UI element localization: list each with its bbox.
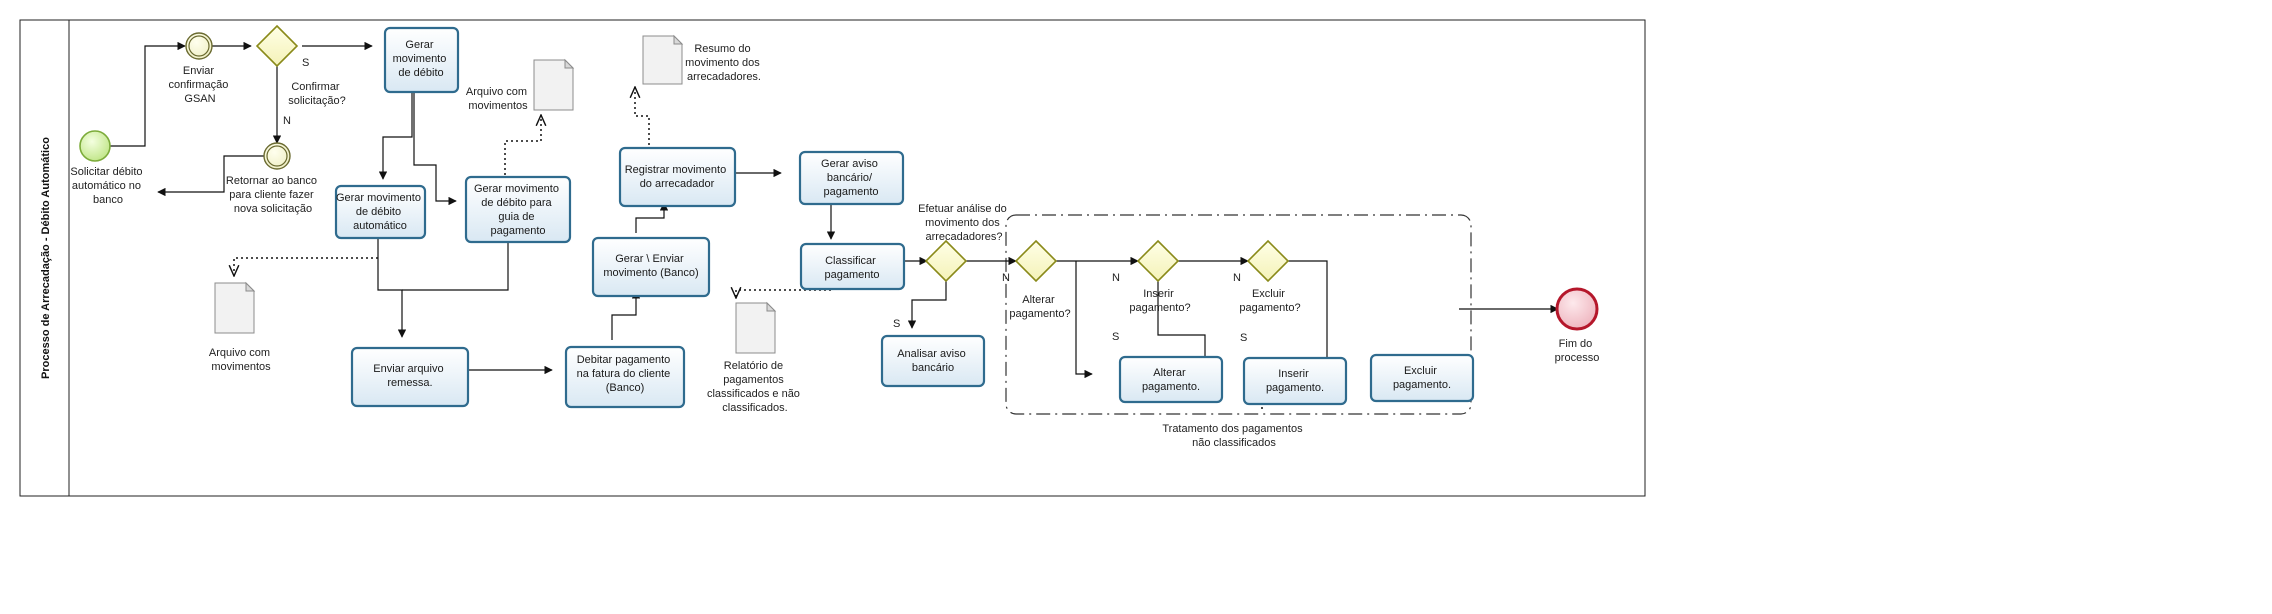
task-gerar-debito-automatico[interactable]: Gerar movimento de débito automático xyxy=(334,184,427,240)
gateway-analysis[interactable] xyxy=(924,239,968,283)
svg-text:Alterar pagamento.: Alterar pagamento. xyxy=(1142,367,1200,393)
flow-analysis-yes-to-analisar xyxy=(907,275,947,329)
svg-text:Registrar movimento do a: Registrar movimento do arrecadador xyxy=(625,164,730,190)
assoc-classificar-to-relatorio xyxy=(736,290,831,298)
svg-text:Gerar movimento de: Gerar movimento de débito xyxy=(393,39,450,79)
data-object-relatorio-label: Relatório de pagamentos classificados e … xyxy=(707,360,803,414)
gateway-analysis-label: Efetuar análise do movimento dos arrecad… xyxy=(918,203,1010,243)
data-object-arquivo-movimentos-left[interactable] xyxy=(214,281,256,334)
flow-gerar-to-guia xyxy=(413,92,457,206)
flow-label-yes-insert: S xyxy=(1240,332,1247,344)
flow-label-no-analysis: N xyxy=(1002,272,1010,284)
svg-text:Inserir pagamento.: Inserir pagamento. xyxy=(1266,368,1324,394)
gateway-insert-label: Inserir pagamento? xyxy=(1129,288,1190,314)
task-classificar-pagamento[interactable]: Classificar pagamento xyxy=(799,242,906,291)
flow-debitar-to-gerar-enviar xyxy=(611,290,641,340)
data-object-arquivo-movimentos-top[interactable] xyxy=(533,58,575,111)
svg-text:Excluir pagamento.: Excluir pagamento. xyxy=(1393,365,1451,391)
flow-auto-to-remessa xyxy=(377,234,407,338)
group-unclassified xyxy=(1005,214,1472,415)
flow-gerar-to-auto xyxy=(378,92,413,180)
group-label-line-2: não classificados xyxy=(1192,437,1276,449)
gateway-alter[interactable] xyxy=(1014,239,1058,283)
flow-label-yes-analysis: S xyxy=(893,318,900,330)
task-alterar-pagamento[interactable]: Alterar pagamento. xyxy=(1118,355,1224,404)
svg-text:Gerar movimento de débit: Gerar movimento de débito para guia de p… xyxy=(474,183,562,237)
flow-label-yes-alter: S xyxy=(1112,331,1119,343)
svg-text:Gerar \ Enviar movimento: Gerar \ Enviar movimento (Banco) xyxy=(603,253,698,279)
data-object-relatorio[interactable] xyxy=(735,301,777,354)
task-debitar-pagamento[interactable]: Debitar pagamento na fatura do cliente (… xyxy=(564,345,686,409)
group-label-line-1: Tratamento dos pagamentos xyxy=(1162,423,1303,435)
task-enviar-arquivo-remessa[interactable]: Enviar arquivo remessa. xyxy=(350,346,470,408)
assoc-guia-to-arq xyxy=(504,115,541,175)
data-object-resumo-label: Resumo do movimento dos arrecadadores. xyxy=(685,43,763,83)
svg-text:Debitar pagamento na fat: Debitar pagamento na fatura do cliente (… xyxy=(577,354,674,394)
flow-return-out xyxy=(157,155,264,197)
intermediate-event-confirm-label: Enviar confirmação GSAN xyxy=(169,65,232,105)
assoc-auto-to-arq xyxy=(234,257,378,276)
task-gerar-enviar-movimento[interactable]: Gerar \ Enviar movimento (Banco) xyxy=(591,236,711,298)
svg-text:Gerar movimento de débit: Gerar movimento de débito automático xyxy=(336,192,424,232)
intermediate-event-confirm[interactable] xyxy=(185,32,213,60)
task-gerar-movimento-debito[interactable]: Gerar movimento de débito xyxy=(383,26,460,94)
gateway-insert[interactable] xyxy=(1136,239,1180,283)
svg-text:Gerar aviso bancário/: Gerar aviso bancário/ pagamento xyxy=(821,158,881,198)
task-excluir-pagamento[interactable]: Excluir pagamento. xyxy=(1369,353,1475,403)
task-gerar-debito-guia[interactable]: Gerar movimento de débito para guia de p… xyxy=(464,175,572,244)
intermediate-event-return-label: Retornar ao banco para cliente fazer nov… xyxy=(226,175,320,215)
svg-text:Enviar arquivo remessa.: Enviar arquivo remessa. xyxy=(373,363,446,389)
end-event[interactable] xyxy=(1555,287,1599,331)
task-inserir-pagamento[interactable]: Inserir pagamento. xyxy=(1242,356,1348,406)
flow-label-no-confirm: N xyxy=(283,115,291,127)
gateway-alter-label: Alterar pagamento? xyxy=(1009,294,1070,320)
data-object-arquivo-movimentos-left-label: Arquivo com movimentos xyxy=(209,347,273,373)
task-analisar-aviso[interactable]: Analisar aviso bancário xyxy=(880,334,986,388)
end-event-label: Fim do processo xyxy=(1555,338,1600,364)
intermediate-event-return[interactable] xyxy=(263,142,291,170)
svg-text:Analisar aviso bancário: Analisar aviso bancário xyxy=(897,348,969,374)
task-registrar-movimento[interactable]: Registrar movimento do arrecadador xyxy=(618,146,737,208)
task-gerar-aviso-bancario[interactable]: Gerar aviso bancário/ pagamento xyxy=(798,150,905,206)
flow-start-to-confirm xyxy=(106,41,186,147)
start-event-label: Solicitar débito automático no banco xyxy=(70,166,145,206)
gateway-delete-label: Excluir pagamento? xyxy=(1239,288,1300,314)
gateway-confirm[interactable] xyxy=(255,24,299,68)
data-object-arquivo-movimentos-top-label: Arquivo com movimentos xyxy=(466,86,530,112)
flow-guia-to-remessa xyxy=(402,240,509,291)
svg-text:Classificar pagamento: Classificar pagamento xyxy=(824,255,879,281)
flow-gerar-enviar-to-registrar xyxy=(635,202,669,233)
pool-label: Processo de Arrecadação - Débito Automát… xyxy=(40,137,52,379)
gateway-confirm-label: Confirmar solicitação? xyxy=(288,81,345,107)
flow-label-yes-confirm: S xyxy=(302,57,309,69)
group-label: Tratamento dos pagamentos não classifica… xyxy=(1162,423,1305,449)
data-object-resumo[interactable] xyxy=(642,34,684,85)
flow-alter-yes-to-alterar xyxy=(1075,261,1093,379)
flow-label-no-alter: N xyxy=(1112,272,1120,284)
gateway-delete[interactable] xyxy=(1246,239,1290,283)
assoc-registrar-to-resumo xyxy=(635,87,650,145)
flow-label-no-insert: N xyxy=(1233,272,1241,284)
start-event[interactable] xyxy=(79,130,111,162)
